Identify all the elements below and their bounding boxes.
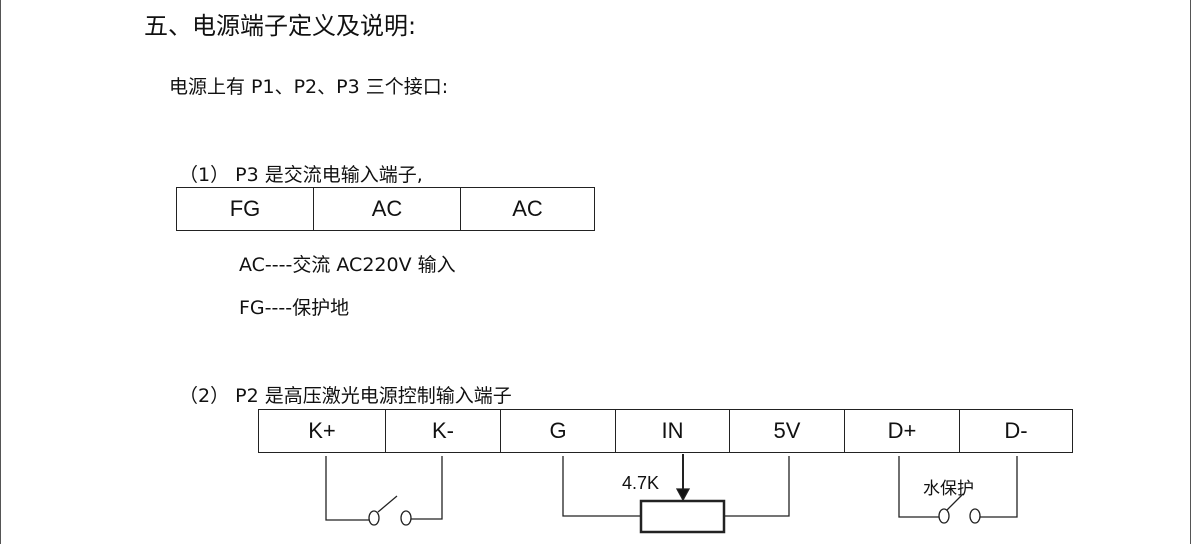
water-protection-label: 水保护 <box>923 479 974 499</box>
p2-terminal: IN <box>615 409 730 453</box>
p2-terminal: D- <box>959 409 1073 453</box>
p3-title: （1） P3 是交流电输入端子, <box>179 164 423 186</box>
resistor-label: 4.7K <box>622 473 660 493</box>
p3-terminal: AC <box>313 187 461 231</box>
p2-terminal: K- <box>385 409 501 453</box>
intro-text: 电源上有 P1、P2、P3 三个接口: <box>169 76 449 98</box>
p2-terminal: D+ <box>844 409 960 453</box>
p2-terminal: K+ <box>258 409 386 453</box>
p3-terminal-table: FG AC AC <box>176 187 595 231</box>
key-switch <box>325 456 443 526</box>
water-protection-switch <box>898 456 1018 524</box>
p3-terminal: FG <box>176 187 314 231</box>
p3-terminal: AC <box>460 187 595 231</box>
p2-terminal: G <box>500 409 616 453</box>
p2-title: （2） P2 是高压激光电源控制输入端子 <box>179 385 512 407</box>
section-heading: 五、电源端子定义及说明: <box>144 12 417 40</box>
p3-note-ac: AC----交流 AC220V 输入 <box>239 254 456 276</box>
potentiometer <box>562 454 790 534</box>
p2-terminal-table: K+ K- G IN 5V D+ D- <box>258 409 1073 453</box>
p2-terminal: 5V <box>729 409 845 453</box>
p3-note-fg: FG----保护地 <box>239 297 350 319</box>
